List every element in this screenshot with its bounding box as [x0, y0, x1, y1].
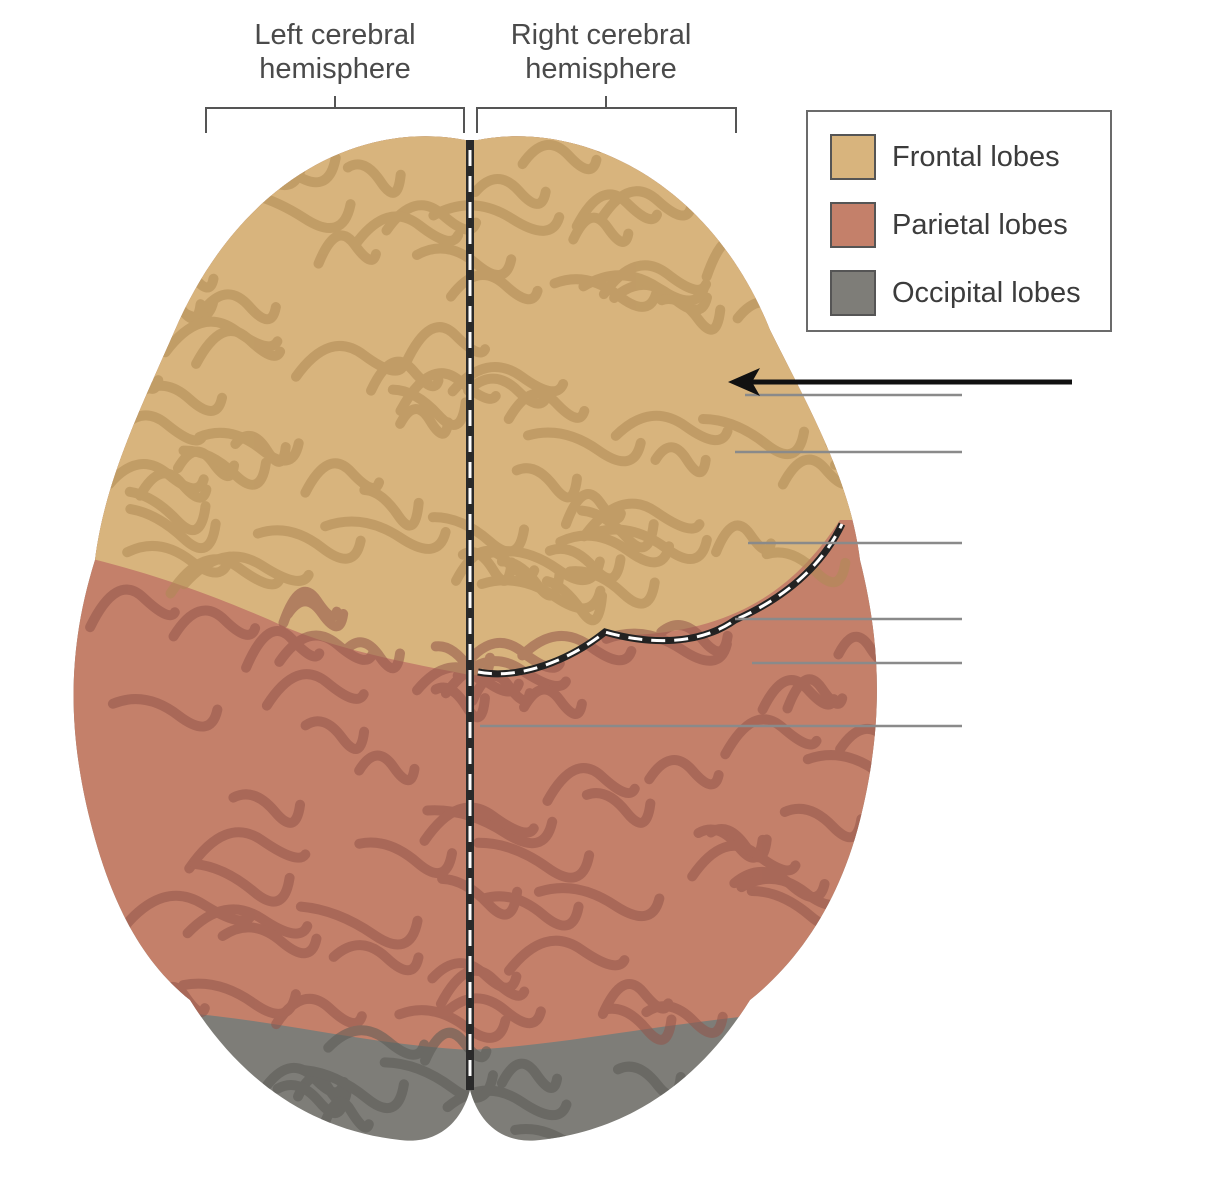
legend-item-parietal: Parietal lobes [830, 200, 1068, 250]
occipital-swatch [830, 270, 876, 316]
legend-label-frontal: Frontal lobes [892, 140, 1060, 173]
right-hemisphere-label: Right cerebral hemisphere [510, 19, 692, 85]
parietal-swatch [830, 202, 876, 248]
legend-item-occipital: Occipital lobes [830, 268, 1081, 318]
central-sulcus-dash [477, 523, 844, 676]
hemisphere-brackets [205, 96, 737, 133]
frontal-swatch [830, 134, 876, 180]
legend-item-frontal: Frontal lobes [830, 132, 1060, 182]
left-hemisphere-label: Left cerebral hemisphere [254, 19, 416, 85]
legend-label-occipital: Occipital lobes [892, 276, 1081, 309]
legend-label-parietal: Parietal lobes [892, 208, 1068, 241]
leader-lines [480, 393, 962, 728]
lobe-legend: Frontal lobes Parietal lobes Occipital l… [806, 110, 1112, 332]
pointer-arrow [728, 368, 1072, 396]
